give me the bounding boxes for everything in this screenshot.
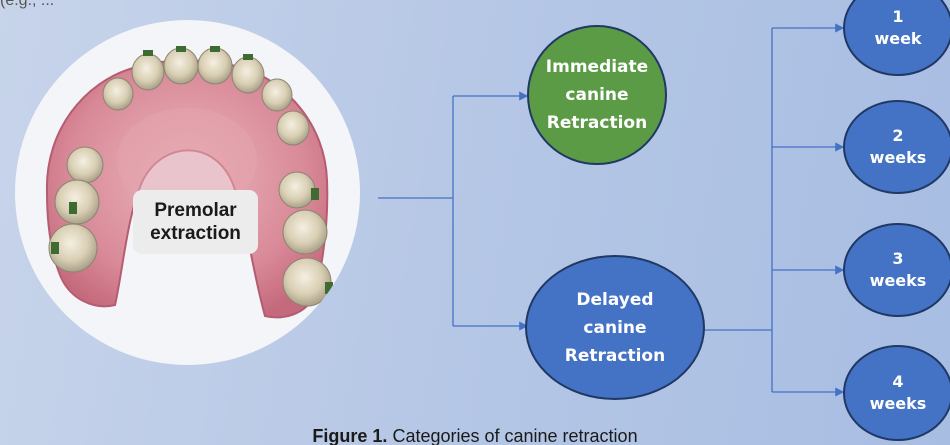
figure-caption-text: Categories of canine retraction [387, 426, 637, 445]
week-3-node: 3 weeks [843, 223, 950, 317]
premolar-extraction-label: Premolar extraction [133, 190, 258, 254]
delayed-canine-retraction-node: Delayed canine Retraction [525, 255, 705, 400]
week-2-node: 2 weeks [843, 100, 950, 194]
figure-caption: Figure 1. Categories of canine retractio… [0, 426, 950, 445]
immediate-canine-retraction-node: Immediate canine Retraction [527, 25, 667, 165]
figure-caption-prefix: Figure 1. [312, 426, 387, 445]
